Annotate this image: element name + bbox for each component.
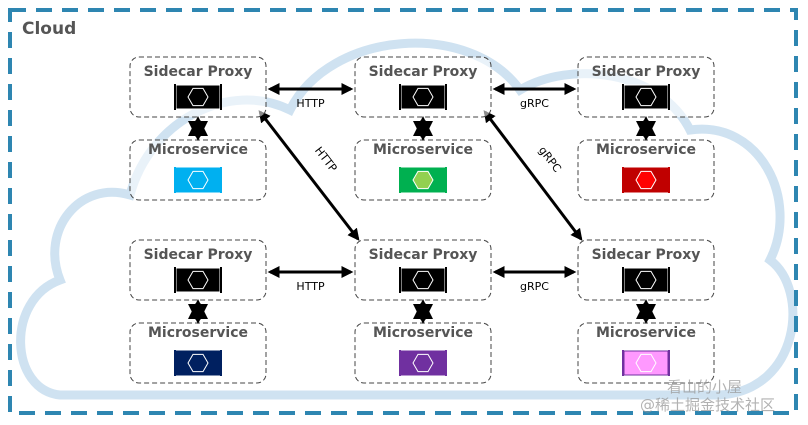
connection-label: HTTP xyxy=(296,280,325,293)
component-icon xyxy=(622,350,670,376)
component-icon xyxy=(174,267,222,293)
component-icon xyxy=(399,350,447,376)
microservice-box[interactable]: Microservice xyxy=(577,139,715,201)
connection-label: gRPC xyxy=(520,280,549,293)
proxy-title: Sidecar Proxy xyxy=(369,247,478,263)
microservice-title: Microservice xyxy=(373,325,473,341)
sidecar-proxy-box[interactable]: Sidecar Proxy xyxy=(354,56,492,118)
microservice-title: Microservice xyxy=(373,142,473,158)
microservice-title: Microservice xyxy=(596,325,696,341)
proxy-title: Sidecar Proxy xyxy=(592,64,701,80)
sidecar-proxy-box[interactable]: Sidecar Proxy xyxy=(577,56,715,118)
component-icon xyxy=(399,167,447,193)
component-icon xyxy=(622,84,670,110)
watermark: 看山的小屋 @稀土掘金技术社区 xyxy=(640,378,775,414)
svg-text:@稀土掘金技术社区: @稀土掘金技术社区 xyxy=(640,396,775,414)
cloud-boundary xyxy=(8,8,798,415)
connection-label: HTTP xyxy=(312,144,340,175)
component-icon xyxy=(174,350,222,376)
component-icon xyxy=(399,84,447,110)
svg-text:看山的小屋: 看山的小屋 xyxy=(667,378,742,396)
sidecar-proxy-box[interactable]: Sidecar Proxy xyxy=(354,239,492,301)
proxy-title: Sidecar Proxy xyxy=(144,247,253,263)
connection-label: gRPC xyxy=(520,97,549,110)
connection-arrow xyxy=(258,110,360,241)
component-icon xyxy=(622,267,670,293)
proxy-title: Sidecar Proxy xyxy=(592,247,701,263)
cloud-shape xyxy=(16,38,798,400)
component-icon xyxy=(174,167,222,193)
microservice-title: Microservice xyxy=(148,142,248,158)
microservice-box[interactable]: Microservice xyxy=(354,322,492,384)
proxy-title: Sidecar Proxy xyxy=(144,64,253,80)
connection-arrow xyxy=(483,110,583,241)
microservice-box[interactable]: Microservice xyxy=(577,322,715,384)
proxy-title: Sidecar Proxy xyxy=(369,64,478,80)
component-icon xyxy=(174,84,222,110)
sidecar-proxy-box[interactable]: Sidecar Proxy xyxy=(129,56,267,118)
microservice-box[interactable]: Microservice xyxy=(129,139,267,201)
microservice-box[interactable]: Microservice xyxy=(354,139,492,201)
microservice-box[interactable]: Microservice xyxy=(129,322,267,384)
sidecar-proxy-box[interactable]: Sidecar Proxy xyxy=(129,239,267,301)
component-icon xyxy=(622,167,670,193)
connection-label: gRPC xyxy=(536,144,564,175)
microservice-title: Microservice xyxy=(148,325,248,341)
cloud-title: Cloud xyxy=(22,19,76,39)
connection-label: HTTP xyxy=(296,97,325,110)
sidecar-proxy-box[interactable]: Sidecar Proxy xyxy=(577,239,715,301)
component-icon xyxy=(399,267,447,293)
microservice-title: Microservice xyxy=(596,142,696,158)
